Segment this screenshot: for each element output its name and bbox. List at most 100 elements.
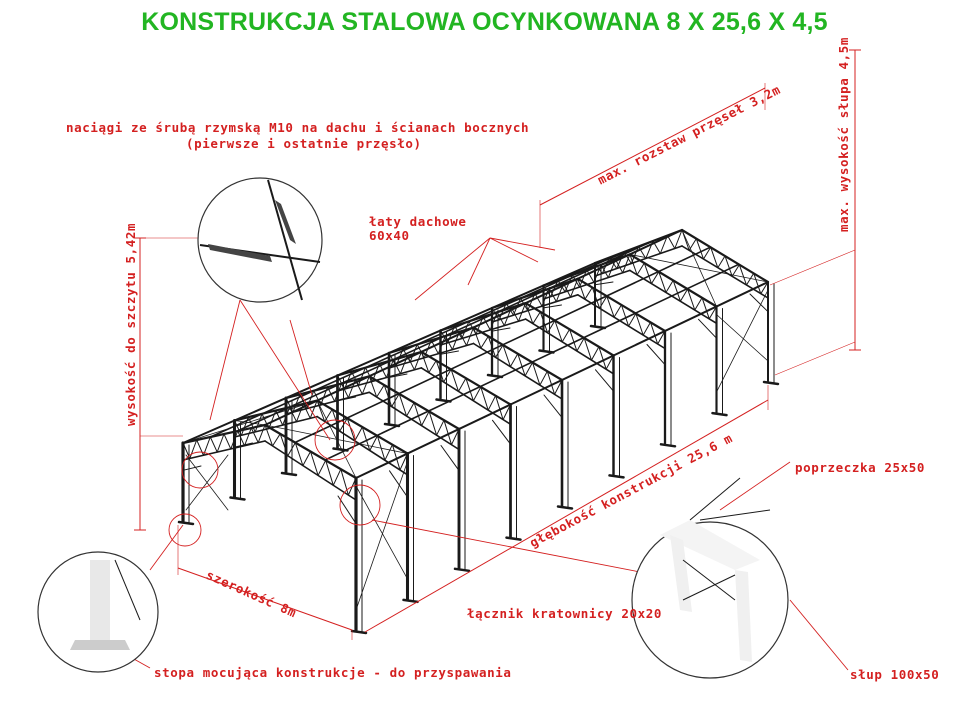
leader-line — [289, 319, 313, 396]
truss-left-web — [674, 229, 683, 249]
wall-cable — [716, 314, 769, 362]
dim-depth — [364, 399, 769, 633]
truss-right-web — [679, 288, 689, 302]
roof-cable — [182, 400, 318, 444]
truss-right-web — [695, 238, 704, 260]
truss-right-bottom — [264, 440, 357, 501]
turnbuckle-body — [275, 200, 296, 244]
truss-right-web — [701, 297, 710, 320]
truss-right-web — [606, 295, 615, 318]
truss-web — [682, 559, 736, 601]
base-plate — [350, 629, 368, 635]
base-plate — [280, 471, 298, 477]
truss-left-bottom — [439, 318, 527, 346]
truss-right-web — [539, 370, 548, 386]
truss-right-web — [340, 468, 349, 496]
eave-beam-right — [355, 281, 769, 479]
truss-right-bottom — [629, 269, 718, 325]
truss-right-web — [487, 335, 497, 358]
roof-batten — [324, 263, 740, 461]
base-plate — [589, 324, 607, 330]
truss-right-web — [599, 295, 608, 309]
truss-connector-label: łącznik kratownicy 20x20 — [467, 606, 663, 621]
highlight-circle — [168, 513, 202, 547]
truss-left-web — [334, 383, 342, 402]
truss-right-web — [576, 337, 585, 352]
eave-beam-left — [182, 262, 596, 444]
dim-extension — [774, 341, 856, 376]
truss-left-bottom — [182, 440, 266, 461]
knee-brace — [388, 373, 408, 378]
gable-cable — [185, 454, 229, 511]
truss-right-web — [658, 271, 667, 293]
truss-right-web — [753, 272, 762, 295]
truss-right-web — [738, 264, 747, 286]
truss-right-web — [672, 279, 681, 302]
truss-right-web — [325, 459, 334, 486]
truss-right-web — [577, 278, 586, 300]
roof-cable — [234, 420, 266, 426]
truss-left-bottom — [388, 342, 475, 369]
base-plate — [402, 598, 419, 604]
truss-right-web — [650, 321, 659, 345]
knee-brace — [492, 419, 511, 445]
leader-line — [414, 237, 491, 301]
truss-right-web — [642, 321, 651, 336]
truss-right-web — [502, 344, 511, 368]
ridge-beam — [264, 229, 683, 426]
leader-line — [149, 524, 184, 571]
crossbar-detail — [699, 509, 771, 521]
knee-brace — [646, 344, 666, 366]
truss-left-web — [254, 413, 263, 433]
knee-brace — [389, 470, 408, 498]
truss-right-web — [561, 328, 571, 343]
truss-left-web — [659, 235, 668, 254]
turnbuckle-rod — [267, 179, 303, 301]
knee-brace — [698, 318, 717, 339]
truss-right-web — [369, 435, 378, 451]
dim-span — [539, 87, 766, 206]
truss-right-web — [480, 335, 489, 349]
truss-right-web — [710, 246, 719, 269]
leader-line — [467, 237, 491, 286]
truss-right-web — [495, 395, 504, 421]
truss-right-web — [598, 346, 607, 370]
truss-right-web — [458, 377, 467, 392]
truss-right-web — [391, 393, 400, 408]
truss-right-web — [760, 281, 769, 295]
roof-cable — [543, 229, 683, 286]
truss-right-web — [651, 271, 660, 285]
truss-left-web — [289, 406, 297, 423]
truss-right-web — [708, 306, 717, 320]
knee-brace — [182, 465, 202, 471]
truss-left-web — [541, 288, 550, 307]
knee-brace — [337, 495, 357, 525]
truss-left-web — [409, 344, 418, 363]
truss-right-web — [502, 404, 511, 421]
base-plate-label: stopa mocująca konstrukcje - do przyspaw… — [154, 665, 512, 680]
truss-right-web — [591, 346, 600, 361]
turnbuckle-body — [208, 244, 272, 262]
roof-batten — [294, 246, 712, 444]
truss-left-web — [189, 439, 198, 459]
roof-cable — [681, 229, 717, 307]
truss-left-bottom — [542, 269, 631, 300]
base-plate — [505, 536, 522, 541]
truss-right-web — [547, 320, 556, 334]
truss-left-web — [358, 367, 366, 386]
truss-right-web — [279, 433, 289, 457]
truss-left-web — [667, 235, 676, 249]
truss-right-web — [703, 246, 712, 260]
truss-right-web — [628, 313, 637, 327]
truss-right-web — [591, 287, 601, 309]
column-stub — [90, 560, 110, 640]
truss-right-web — [613, 304, 622, 318]
truss-right-web — [524, 362, 533, 377]
wall-cable — [355, 461, 408, 611]
truss-right-web — [509, 353, 519, 368]
truss-left-bottom — [285, 391, 371, 415]
truss-right-web — [391, 444, 401, 471]
truss-right-web — [376, 384, 385, 398]
dim-width — [177, 567, 353, 631]
